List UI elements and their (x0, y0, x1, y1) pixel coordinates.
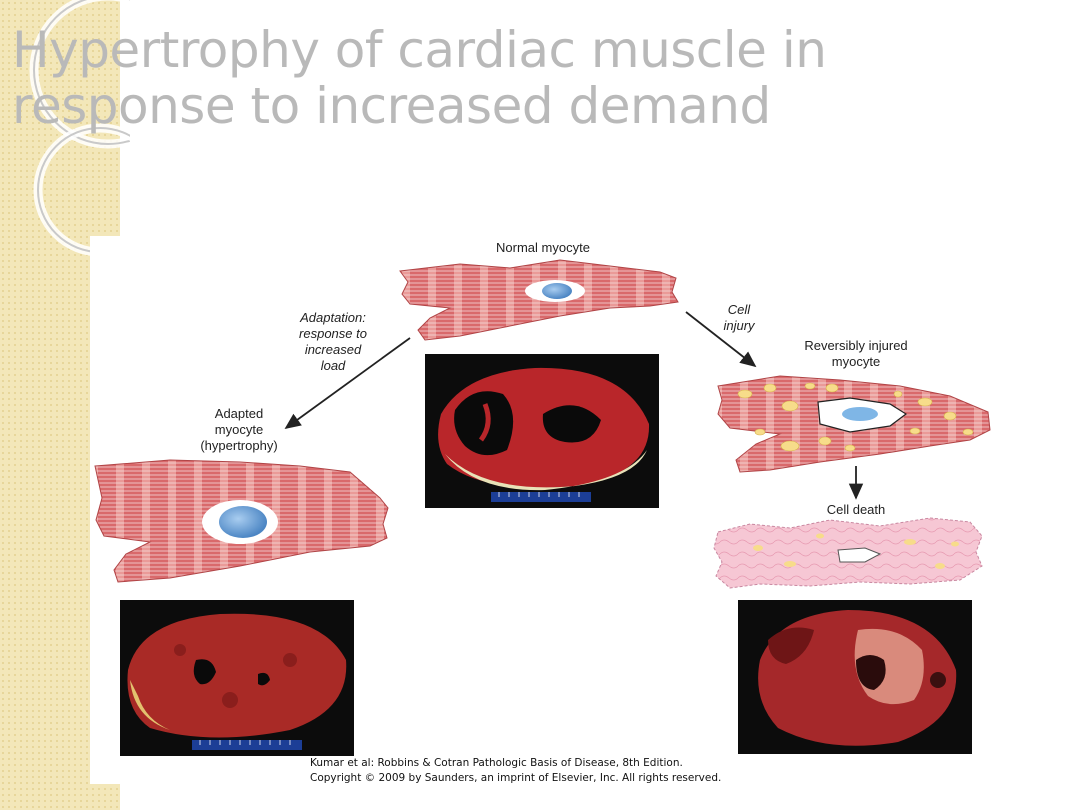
label-adaptation: Adaptation: response to increased load (280, 310, 386, 374)
label-reversibly-injured-line-2: myocyte (831, 354, 881, 369)
photo-normal-heart (425, 354, 659, 508)
reversibly-injured-myocyte (717, 375, 991, 473)
credit-line-2: Copyright © 2009 by Saunders, an imprint… (310, 772, 722, 784)
label-adaptation-line-2: response to (299, 326, 367, 341)
label-adaptation-line-1: Adaptation: (300, 310, 366, 325)
label-reversibly-injured: Reversibly injured myocyte (786, 338, 926, 370)
label-adaptation-line-4: load (320, 358, 346, 373)
credit-line-1: Kumar et al: Robbins & Cotran Pathologic… (310, 757, 683, 769)
myocyte-diagram: Normal myocyte Adaptation: response to i… (90, 236, 1010, 784)
label-adapted-line-3: (hypertrophy) (200, 438, 278, 453)
label-cell-injury: Cell injury (714, 302, 764, 334)
label-cell-death: Cell death (826, 502, 886, 517)
slide-title: Hypertrophy of cardiac muscle in respons… (12, 22, 1012, 134)
title-line-2: response to increased demand (12, 77, 771, 135)
label-normal-myocyte: Normal myocyte (496, 240, 590, 255)
label-cell-injury-line-2: injury (723, 318, 755, 333)
label-adapted-line-2: myocyte (214, 422, 264, 437)
adaptation-arrow (284, 337, 411, 430)
label-adapted-myocyte: Adapted myocyte (hypertrophy) (184, 406, 294, 454)
injury-arrow (685, 311, 757, 368)
label-adaptation-line-3: increased (304, 342, 362, 357)
label-reversibly-injured-line-1: Reversibly injured (804, 338, 908, 353)
label-adapted-line-1: Adapted (214, 406, 264, 421)
normal-myocyte (399, 259, 679, 341)
title-line-1: Hypertrophy of cardiac muscle in (12, 21, 827, 79)
photo-hypertrophic-heart (120, 600, 354, 756)
label-cell-injury-line-1: Cell (727, 302, 751, 317)
figure-credit: Kumar et al: Robbins & Cotran Pathologic… (310, 756, 721, 786)
photo-infarcted-heart (738, 600, 972, 754)
adapted-myocyte (94, 459, 389, 583)
dead-myocyte (713, 517, 983, 589)
